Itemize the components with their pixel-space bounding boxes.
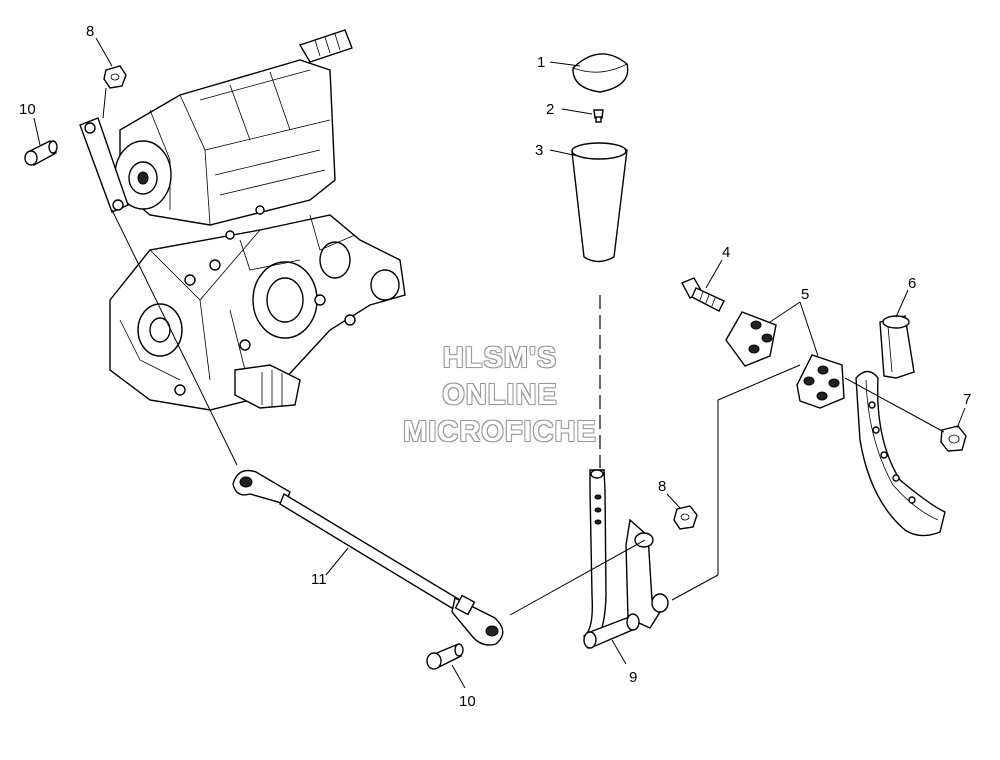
callout-8-top: 8 <box>86 23 94 40</box>
callout-6: 6 <box>908 275 916 292</box>
callout-4: 4 <box>722 244 730 261</box>
engine-transmission-assembly <box>79 29 406 411</box>
nut-middle-part <box>673 505 698 530</box>
callout-3: 3 <box>535 142 543 159</box>
callout-11: 11 <box>311 571 327 588</box>
knob-cap-part <box>572 53 629 93</box>
nut-top-part <box>103 65 127 89</box>
callout-9: 9 <box>629 669 637 686</box>
shift-knob-part <box>571 142 628 263</box>
callout-5: 5 <box>801 286 809 303</box>
bolt-part <box>681 277 725 312</box>
connection-lines <box>102 87 945 616</box>
shift-rod-part <box>232 469 504 646</box>
callout-labels: 1 2 3 4 5 6 7 8 8 9 10 10 11 <box>19 23 971 710</box>
callout-7: 7 <box>963 391 971 408</box>
nut-right-part <box>940 425 967 452</box>
callout-1: 1 <box>537 54 545 71</box>
callout-8-middle: 8 <box>658 478 666 495</box>
callout-10-bottom: 10 <box>459 693 476 710</box>
callout-10-top: 10 <box>19 101 36 118</box>
screw-part <box>593 109 604 123</box>
pin-top-part <box>24 140 58 166</box>
pin-bottom-part <box>426 643 464 670</box>
callout-leaders <box>33 37 966 689</box>
mount-bracket-part <box>855 315 946 537</box>
shift-lever-part <box>583 469 669 649</box>
damper-bushing-part <box>725 311 845 409</box>
callout-2: 2 <box>546 101 554 118</box>
